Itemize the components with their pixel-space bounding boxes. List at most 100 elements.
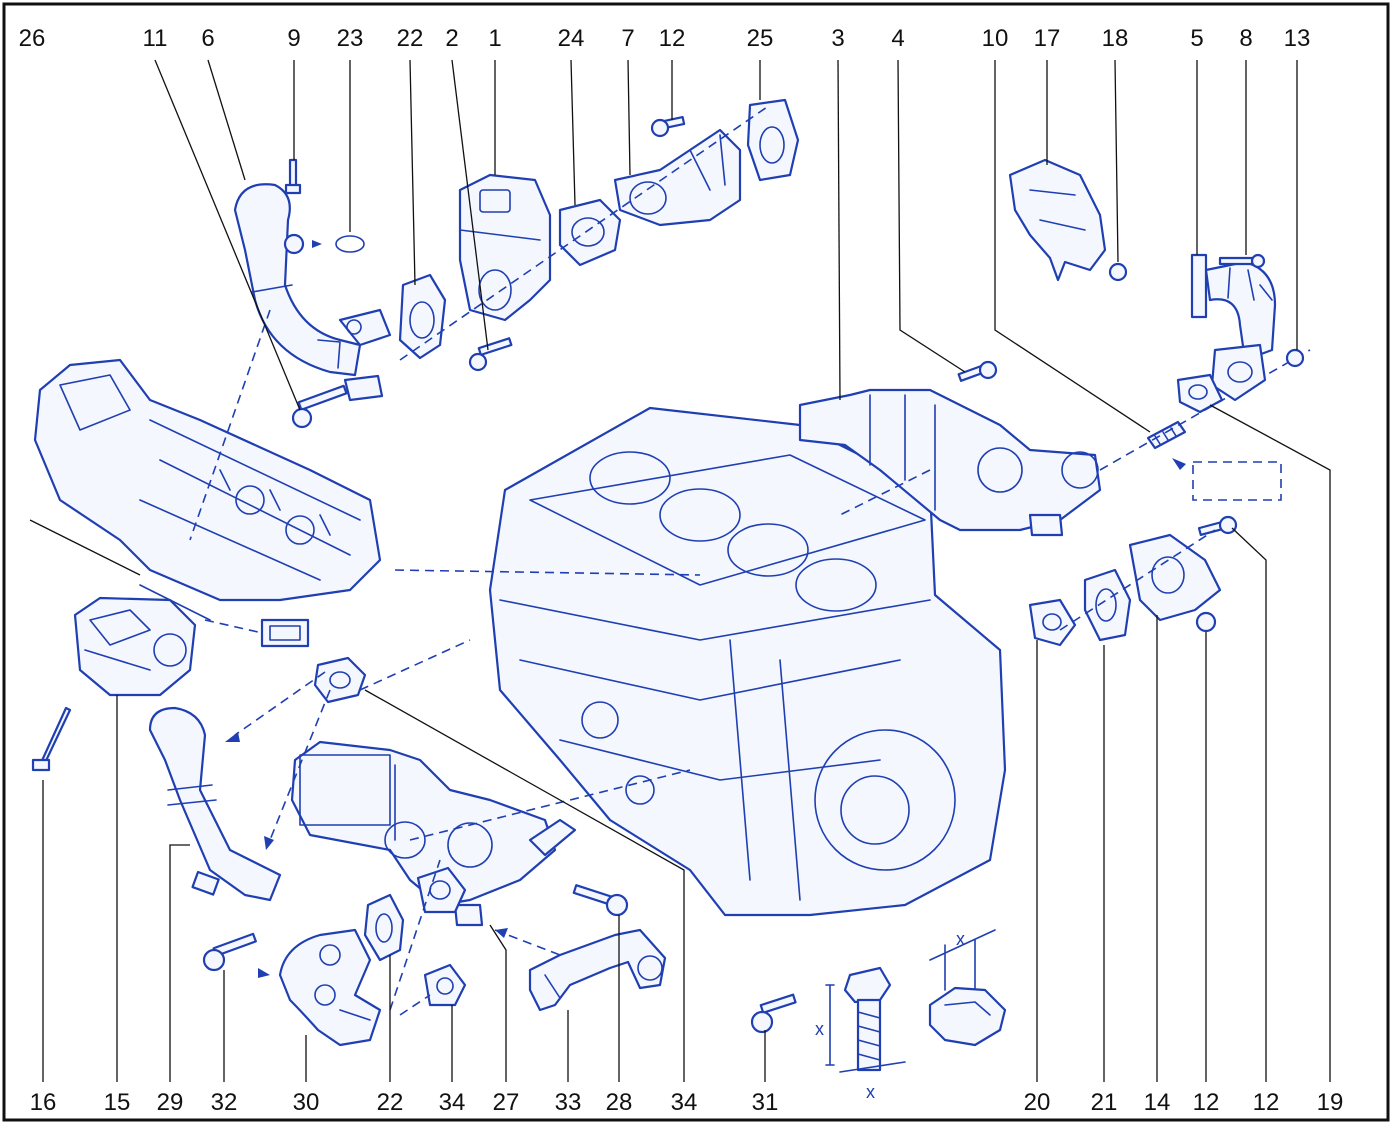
leader-line	[489, 924, 507, 1082]
gasket-24	[558, 198, 622, 267]
arrow-b	[264, 836, 274, 850]
leader-line	[897, 59, 966, 373]
lower-dash-a	[389, 859, 441, 1011]
leader-line	[837, 59, 841, 401]
flange-14	[1128, 533, 1222, 622]
callout-label: 4	[891, 25, 904, 52]
bolt-4	[957, 360, 998, 382]
throttle-body	[73, 596, 197, 697]
gasket-34-upper	[313, 656, 367, 704]
callout-label: 28	[606, 1089, 633, 1116]
egr-cooler-module-27	[290, 740, 577, 927]
leader-line	[207, 59, 246, 181]
callout-label: 2	[445, 25, 458, 52]
gasket-25	[746, 98, 800, 182]
callout-label: 32	[211, 1089, 238, 1116]
spring-10	[1146, 420, 1187, 450]
bolt-16	[31, 706, 72, 772]
intake-manifold	[33, 358, 382, 602]
leader-lines	[29, 59, 1331, 1082]
leader-line	[154, 59, 301, 411]
callout-label: 11	[143, 25, 168, 52]
egr-valve-1	[458, 173, 552, 322]
callout-label: 27	[493, 1089, 520, 1116]
callout-label: 12	[1253, 1089, 1280, 1116]
callout-label: 12	[1193, 1089, 1220, 1116]
callout-label: 17	[1034, 25, 1061, 52]
callout-label: 7	[621, 25, 634, 52]
gasket-dash-b	[269, 689, 331, 841]
bolt-32	[202, 932, 270, 978]
gasket-21	[1083, 568, 1132, 642]
coolant-pipe-33	[528, 928, 667, 1012]
gasket-22-top	[398, 273, 447, 360]
egr-flange-7	[613, 128, 742, 227]
callout-label: 22	[377, 1089, 404, 1116]
bolt-12-right-b	[1195, 611, 1217, 633]
callout-label: 6	[201, 25, 214, 52]
heat-shield-17	[1008, 158, 1107, 282]
leader-line	[451, 59, 489, 351]
leader-line	[1231, 527, 1267, 1082]
dimension-bolt-detail: x x	[815, 966, 906, 1102]
leader-line	[627, 59, 631, 176]
callout-label: 25	[747, 25, 774, 52]
dimension-label-bolt-height: x	[815, 1019, 824, 1039]
manifold-gasket	[139, 584, 310, 648]
callout-label: 1	[488, 25, 501, 52]
callout-label: 5	[1190, 25, 1203, 52]
leader-line	[409, 59, 416, 286]
egr-pipe-30	[278, 928, 382, 1047]
callout-label: 14	[1144, 1089, 1171, 1116]
callout-label: 15	[104, 1089, 131, 1116]
callout-label: 22	[397, 25, 424, 52]
gasket-dash-a	[234, 671, 326, 736]
gasket-dash-c	[359, 639, 471, 691]
callout-label: 20	[1024, 1089, 1051, 1116]
leader-line	[1114, 59, 1119, 263]
arrow-c	[495, 928, 508, 938]
dimension-label-bolt-width: x	[866, 1082, 875, 1102]
callout-label: 21	[1091, 1089, 1118, 1116]
leader-line	[570, 59, 576, 206]
callout-label: 19	[1317, 1089, 1344, 1116]
nut-13	[1285, 348, 1305, 368]
callout-label: 23	[337, 25, 364, 52]
reference-box	[1192, 461, 1282, 501]
lower-dash-b	[399, 994, 431, 1016]
cooler-to-block-dash	[839, 469, 931, 516]
pipe-33-dash	[494, 929, 561, 956]
egr-pipe-6	[233, 183, 392, 402]
callout-label: 34	[671, 1089, 698, 1116]
leader-line	[364, 689, 685, 1082]
gasket-34-lower	[423, 963, 467, 1007]
bolt-28	[572, 884, 629, 917]
callout-label: 9	[287, 25, 300, 52]
callout-label: 29	[157, 1089, 184, 1116]
nut-9	[283, 233, 305, 255]
manifold-to-block-dash	[394, 569, 701, 576]
callout-label: 30	[293, 1089, 320, 1116]
leader-line	[29, 519, 141, 576]
callout-label: 16	[30, 1089, 57, 1116]
bolt-2	[468, 337, 513, 372]
callout-label: 34	[439, 1089, 466, 1116]
reference-arrow	[1172, 458, 1186, 470]
bolt-8	[1218, 253, 1266, 269]
egr-pipe-5	[1190, 253, 1277, 402]
callout-label: 3	[831, 25, 844, 52]
callout-label: 10	[982, 25, 1009, 52]
module-axis-dash	[409, 769, 691, 841]
callout-label: 18	[1102, 25, 1129, 52]
flange-axis-dash	[1059, 529, 1216, 631]
bolt-18	[1108, 262, 1128, 282]
bolt-31	[750, 993, 797, 1034]
gasket-22-lower	[363, 893, 405, 962]
bolt-9	[284, 158, 302, 195]
callout-label: 24	[558, 25, 585, 52]
